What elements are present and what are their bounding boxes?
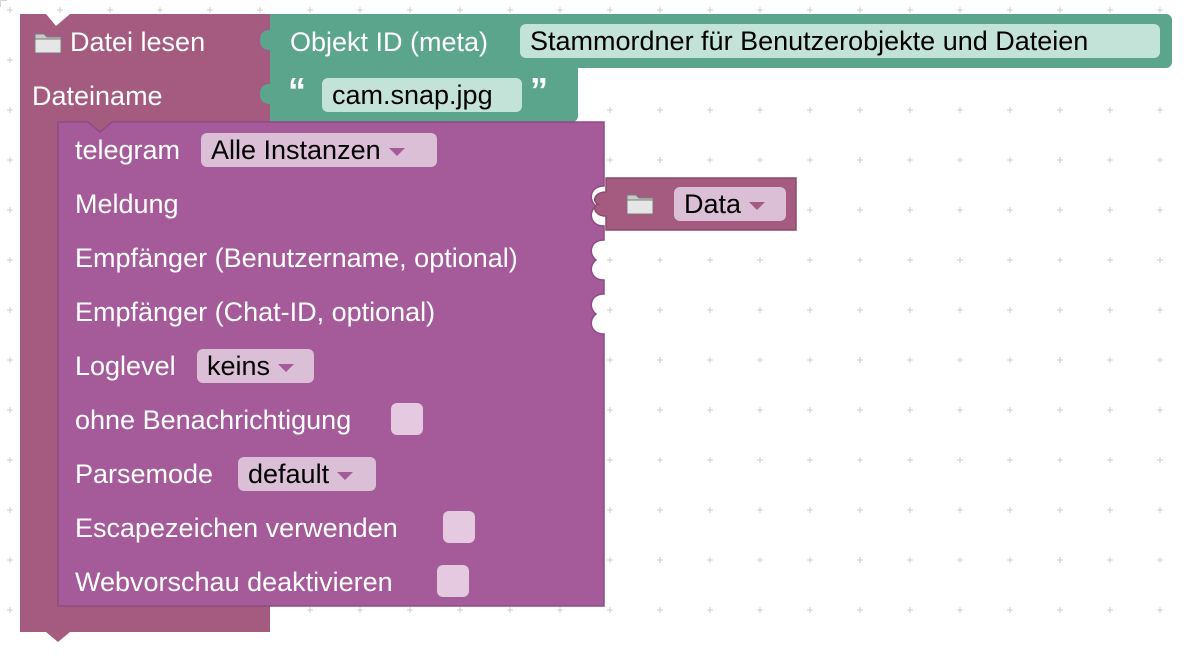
filename-value-field[interactable]: cam.snap.jpg — [322, 78, 522, 112]
message-label: Meldung — [75, 189, 179, 219]
folder-icon — [626, 191, 654, 215]
escape-checkbox[interactable] — [443, 511, 475, 543]
instance-dropdown[interactable]: Alle Instanzen — [201, 133, 437, 167]
folder-icon — [34, 30, 62, 54]
silent-checkbox[interactable] — [391, 403, 423, 435]
parsemode-dropdown[interactable]: default — [238, 457, 376, 491]
telegram-label: telegram — [75, 135, 181, 165]
silent-label: ohne Benachrichtigung — [75, 405, 352, 435]
chevron-down-icon — [749, 201, 766, 210]
file-read-title: Datei lesen — [70, 27, 206, 57]
object-id-value: Stammordner für Benutzerobjekte und Date… — [530, 26, 1089, 56]
close-quote: ” — [530, 70, 548, 111]
filename-value: cam.snap.jpg — [332, 80, 493, 110]
data-dropdown[interactable]: Data — [674, 187, 786, 221]
object-id-label: Objekt ID (meta) — [290, 27, 489, 57]
parsemode-value: default — [248, 459, 330, 489]
loglevel-value: keins — [207, 351, 271, 381]
loglevel-label: Loglevel — [75, 351, 176, 381]
escape-label: Escapezeichen verwenden — [75, 513, 398, 543]
filename-label: Dateiname — [32, 81, 163, 111]
open-quote: “ — [288, 70, 306, 111]
chevron-down-icon — [278, 363, 295, 372]
value-connectors — [260, 30, 270, 104]
webpreview-checkbox[interactable] — [437, 565, 469, 597]
object-id-value-field[interactable]: Stammordner für Benutzerobjekte und Date… — [520, 24, 1160, 58]
recipient-chat-label: Empfänger (Chat-ID, optional) — [75, 297, 436, 327]
parsemode-label: Parsemode — [75, 459, 214, 489]
webpreview-label: Webvorschau deaktivieren — [75, 567, 393, 597]
data-value: Data — [684, 189, 742, 219]
chevron-down-icon — [337, 471, 354, 480]
recipient-user-label: Empfänger (Benutzername, optional) — [75, 243, 518, 273]
chevron-down-icon — [388, 147, 405, 156]
loglevel-dropdown[interactable]: keins — [197, 349, 314, 383]
instance-value: Alle Instanzen — [211, 135, 381, 165]
